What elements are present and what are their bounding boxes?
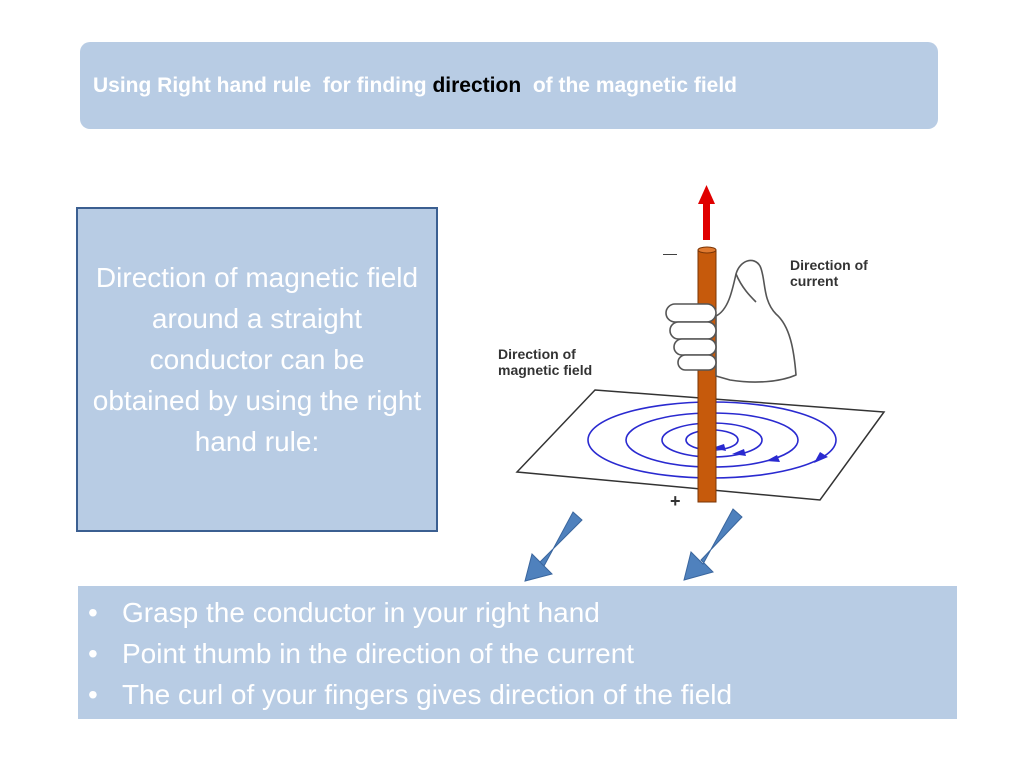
- current-arrow: [698, 185, 715, 240]
- plus-sign: +: [670, 491, 681, 511]
- list-item: • Point thumb in the direction of the cur…: [86, 633, 957, 674]
- label-current: Direction of current: [790, 257, 872, 289]
- label-field-line1: Direction of: [498, 346, 576, 362]
- title-part-1: Using Right hand rule for finding: [93, 73, 433, 97]
- list-item: • Grasp the conductor in your right hand: [86, 592, 957, 633]
- label-field-line2: magnetic field: [498, 362, 592, 378]
- right-hand-rule-diagram: — + Direction of current Direction of ma…: [498, 185, 886, 582]
- pointer-arrow-left: [524, 511, 583, 582]
- conductor-wire: [697, 249, 717, 503]
- bullet-icon: •: [88, 638, 98, 669]
- title-highlight: direction: [432, 73, 522, 97]
- instructions-box: •Grasp the conductor in your right hand …: [78, 586, 957, 719]
- bullet-text: Grasp the conductor in your right hand: [122, 597, 600, 628]
- pointer-arrows: [524, 508, 743, 582]
- right-hand-icon: [665, 259, 797, 383]
- pointer-arrow-right: [683, 508, 743, 581]
- bullet-text: The curl of your fingers gives direction…: [122, 679, 733, 710]
- explanation-text: Direction of magnetic field around a str…: [92, 262, 422, 457]
- label-current-line1: Direction of: [790, 257, 868, 273]
- minus-sign: —: [663, 245, 677, 261]
- label-field: Direction of magnetic field: [498, 346, 592, 378]
- explanation-box: Direction of magnetic field around a str…: [76, 207, 438, 532]
- title-banner: Using Right hand rule for finding direct…: [80, 42, 938, 129]
- label-current-line2: current: [790, 273, 839, 289]
- instructions-list: •Grasp the conductor in your right hand …: [78, 586, 957, 715]
- bullet-icon: •: [88, 679, 98, 710]
- bullet-text: Point thumb in the direction of the curr…: [122, 638, 635, 669]
- slide-title: Using Right hand rule for finding direct…: [93, 74, 737, 98]
- title-part-2: of the magnetic field: [521, 73, 738, 97]
- field-direction-arrowheads: [712, 444, 828, 463]
- bullet-icon: •: [88, 597, 98, 628]
- list-item: • The curl of your fingers gives directio…: [86, 674, 957, 715]
